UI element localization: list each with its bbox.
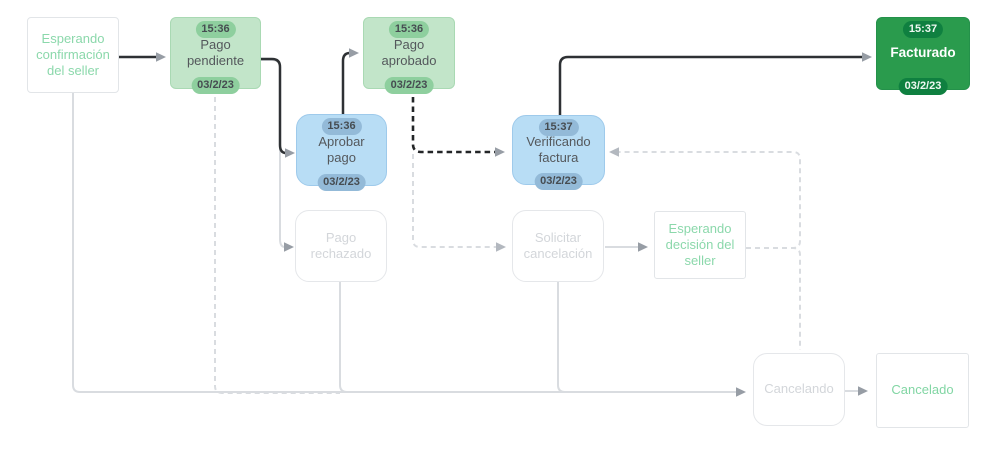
node-pago-pendiente[interactable]: 15:36 Pago pendiente 03/2/23 bbox=[170, 17, 261, 94]
node-label: Aprobar pago bbox=[318, 133, 365, 165]
edge-verificando-to-facturado bbox=[558, 52, 872, 115]
edge-pendiente-to-cancelando bbox=[214, 97, 340, 394]
edge-pendiente-to-aprobar bbox=[261, 57, 295, 158]
edge-pendiente-to-rechazado bbox=[261, 59, 294, 252]
active-solid-edges bbox=[119, 48, 872, 158]
edge-aprobado-to-verificando bbox=[411, 97, 505, 157]
date-badge: 03/2/23 bbox=[191, 77, 240, 94]
node-label: Pago aprobado bbox=[381, 36, 437, 68]
timestamp-badge: 15:37 bbox=[902, 21, 944, 38]
node-cancelando[interactable]: Cancelando bbox=[753, 353, 845, 426]
node-pago-aprobado[interactable]: 15:36 Pago aprobado 03/2/23 bbox=[363, 17, 455, 94]
date-badge: 03/2/23 bbox=[898, 78, 948, 95]
timestamp-badge: 15:36 bbox=[388, 21, 430, 38]
node-solicitar-cancelacion[interactable]: Solicitar cancelación bbox=[512, 210, 604, 282]
edge-rechazado-to-cancelando bbox=[339, 282, 348, 393]
active-dashed-edges bbox=[411, 97, 505, 157]
edge-aprobar-to-aprobado bbox=[341, 48, 359, 114]
node-cancelado[interactable]: Cancelado bbox=[876, 353, 969, 428]
node-pago-rechazado[interactable]: Pago rechazado bbox=[295, 210, 387, 282]
timestamp-badge: 15:36 bbox=[321, 118, 362, 135]
node-label: Esperando decisión del seller bbox=[665, 220, 735, 269]
edge-aprobado-to-solicitar bbox=[412, 154, 506, 252]
date-badge: 03/2/23 bbox=[317, 174, 366, 191]
timestamp-badge: 15:37 bbox=[538, 119, 579, 136]
edge-esperando-to-cancelando bbox=[72, 93, 746, 397]
node-label: Cancelado bbox=[891, 382, 954, 398]
timestamp-badge: 15:36 bbox=[195, 21, 236, 38]
inactive-dashed-edges bbox=[214, 97, 801, 394]
node-label: Pago pendiente bbox=[186, 36, 245, 68]
node-label: Pago rechazado bbox=[310, 229, 372, 261]
node-label: Solicitar cancelación bbox=[523, 229, 593, 261]
date-badge: 03/2/23 bbox=[534, 173, 583, 190]
node-label: Verificando factura bbox=[526, 133, 591, 165]
edge-solicitar-to-cancelando bbox=[557, 282, 566, 393]
node-facturado[interactable]: 15:37 Facturado 03/2/23 bbox=[876, 17, 970, 95]
date-badge: 03/2/23 bbox=[384, 77, 434, 94]
node-aprobar-pago[interactable]: 15:36 Aprobar pago 03/2/23 bbox=[296, 114, 387, 191]
edge-decision-to-cancelando bbox=[746, 247, 801, 350]
node-label: Esperando confirmación del seller bbox=[36, 30, 110, 79]
node-label: Facturado bbox=[890, 45, 956, 61]
node-esperando-confirmacion-seller[interactable]: Esperando confirmación del seller bbox=[27, 17, 119, 93]
node-verificando-factura[interactable]: 15:37 Verificando factura 03/2/23 bbox=[512, 115, 605, 190]
node-label: Cancelando bbox=[764, 381, 834, 397]
node-esperando-decision-seller[interactable]: Esperando decisión del seller bbox=[654, 211, 746, 279]
